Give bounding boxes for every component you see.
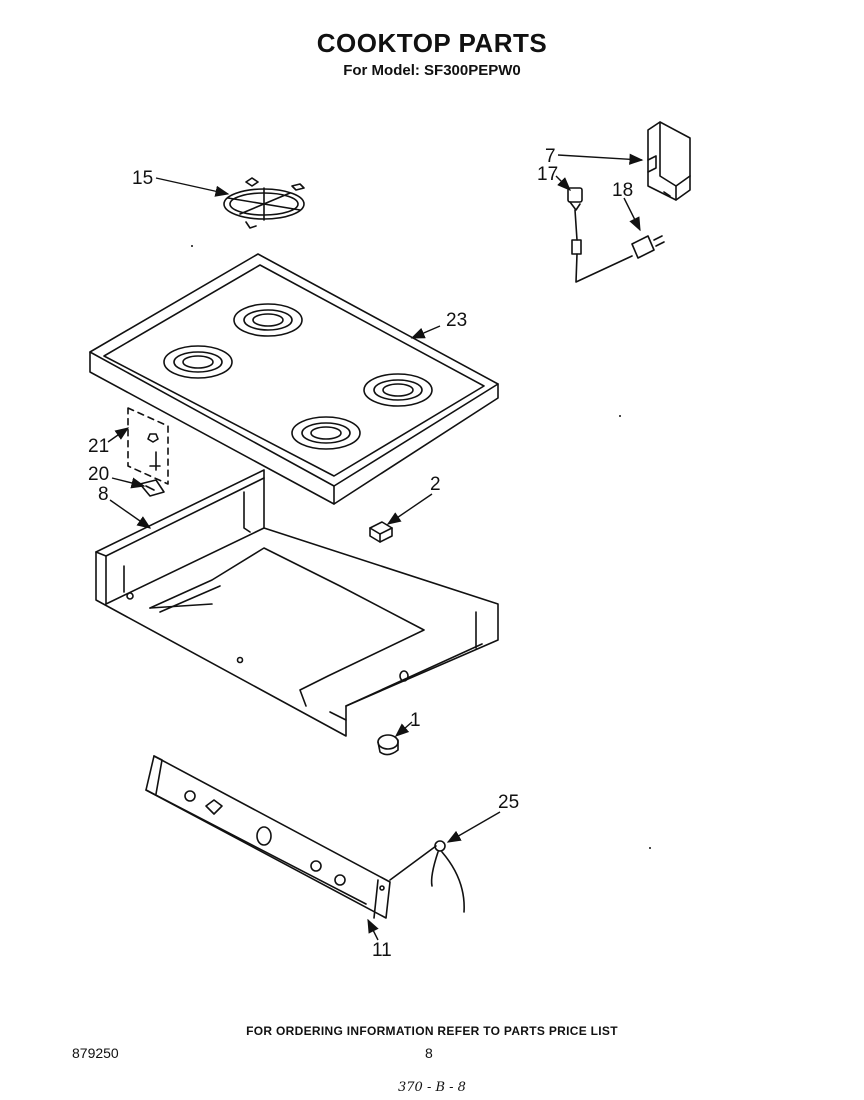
- callout-8: 8: [98, 484, 109, 505]
- leader-11: [367, 918, 379, 941]
- leader-21: [107, 427, 130, 443]
- leader-7: [557, 153, 644, 165]
- page-number: 8: [425, 1045, 433, 1061]
- leader-25: [446, 811, 501, 843]
- igniter-switch-part: [567, 187, 633, 283]
- leader-18: [623, 197, 641, 232]
- leader-20: [111, 477, 146, 489]
- callout-21: 21: [88, 436, 109, 457]
- spark-module-part: [369, 521, 393, 543]
- junction-box-part: [647, 121, 691, 201]
- leader-1: [394, 721, 413, 737]
- callout-7: 7: [545, 146, 556, 167]
- callout-1: 1: [410, 710, 421, 731]
- cooktop-part: [89, 253, 499, 505]
- leader-8: [109, 499, 152, 529]
- power-plug-part: [631, 235, 665, 259]
- callout-25: 25: [498, 792, 519, 813]
- burner-box-part: [95, 469, 499, 737]
- handwritten-note: 370 - B - 8: [398, 1080, 466, 1095]
- callout-11: 11: [372, 940, 392, 961]
- model-subtitle: For Model: SF300PEPW0: [343, 62, 521, 79]
- callout-20: 20: [88, 464, 109, 485]
- burner-grate-part: [223, 177, 305, 229]
- clip-part: [139, 479, 165, 497]
- document-number: 879250: [72, 1045, 119, 1061]
- leader-23: [410, 325, 441, 339]
- control-knob-part: [377, 734, 399, 756]
- control-panel-part: [145, 755, 391, 919]
- leader-2: [386, 493, 433, 525]
- callout-18: 18: [612, 180, 633, 201]
- callout-15: 15: [132, 168, 153, 189]
- mounting-bracket-part: [127, 407, 169, 485]
- spark-electrode-part: [389, 840, 465, 913]
- page-title: COOKTOP PARTS: [316, 28, 548, 58]
- leader-15: [155, 177, 230, 197]
- callout-23: 23: [446, 310, 467, 331]
- leader-17: [555, 175, 571, 191]
- ordering-note: FOR ORDERING INFORMATION REFER TO PARTS …: [246, 1024, 618, 1038]
- callout-2: 2: [430, 474, 441, 495]
- callout-17: 17: [537, 164, 558, 185]
